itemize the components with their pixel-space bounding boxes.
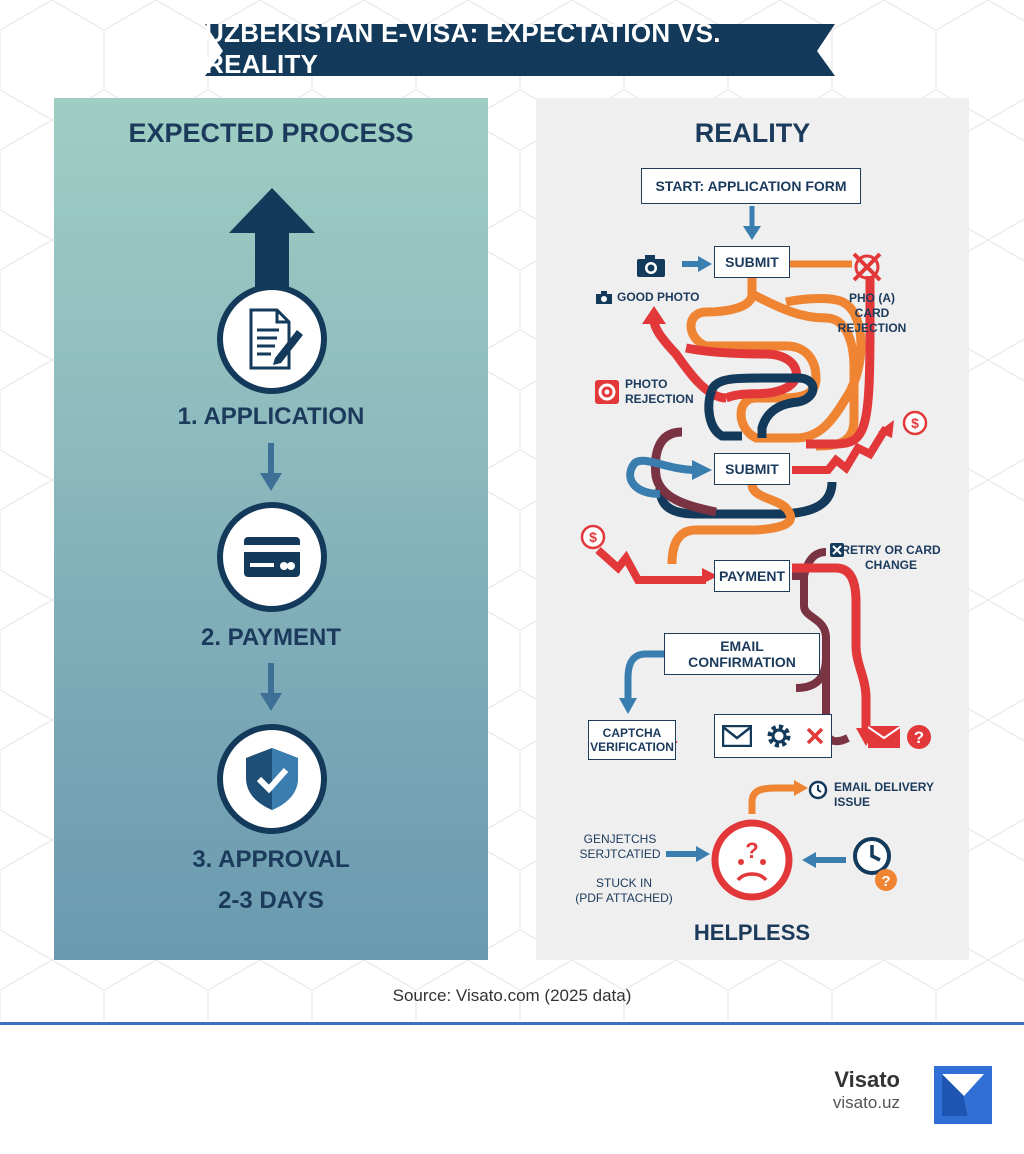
start-application-form-box: START: APPLICATION FORM xyxy=(641,168,861,204)
svg-text:$: $ xyxy=(911,415,919,431)
brand-name: Visato xyxy=(834,1067,900,1092)
email-delivery-line-2: ISSUE xyxy=(834,795,871,809)
cancel-box-icon xyxy=(830,543,844,557)
stuck-line-2: (PDF ATTACHED) xyxy=(575,891,673,905)
camera-icon xyxy=(637,255,665,277)
document-pen-icon xyxy=(249,308,303,370)
garbled-line-2: SERJTCATIED xyxy=(579,847,661,861)
garbled-line-1: GENJETCHS xyxy=(583,832,657,846)
captcha-verification-box: CAPTCHA VERIFICATION xyxy=(588,720,676,760)
small-camera-icon xyxy=(596,291,612,304)
photo-rejection-line-2: REJECTION xyxy=(625,392,694,406)
garbled-note: GENJETCHS SERJTCATIED xyxy=(570,832,670,862)
photo-rejection-icon xyxy=(595,380,619,404)
dollar-icon: $ xyxy=(580,524,606,550)
svg-text:?: ? xyxy=(745,838,758,863)
step-approval-duration: 2-3 DAYS xyxy=(218,887,324,914)
card-rejection-note: PHO (A) CARD REJECTION xyxy=(832,291,912,336)
envelope-icon xyxy=(721,725,752,747)
captcha-line-2: VERIFICATION xyxy=(590,740,674,754)
svg-text:?: ? xyxy=(914,728,924,747)
submit-box-1: SUBMIT xyxy=(714,246,790,278)
step-approval-label: 3. APPROVAL xyxy=(192,846,350,873)
email-delivery-line-1: EMAIL DELIVERY xyxy=(834,780,935,794)
question-icon: ? xyxy=(907,725,931,749)
shield-check-icon xyxy=(246,748,298,810)
footer-divider xyxy=(0,1022,1024,1025)
title-banner: UZBEKISTAN E-VISA: EXPECTATION VS. REALI… xyxy=(205,18,835,79)
reality-panel: REALITY xyxy=(536,98,969,960)
svg-text:?: ? xyxy=(881,873,890,890)
submit-box-2: SUBMIT xyxy=(714,453,790,485)
dollar-icon: $ xyxy=(902,410,928,436)
email-confirmation-box: EMAIL CONFIRMATION xyxy=(664,633,820,675)
close-x-icon xyxy=(807,727,824,745)
down-arrow-icon xyxy=(260,443,282,491)
up-arrow-icon xyxy=(229,188,315,298)
retry-card-line-1: RETRY OR CARD xyxy=(841,543,941,557)
credit-card-icon xyxy=(244,537,300,577)
clock-small-icon xyxy=(808,780,828,800)
step-application-label: 1. APPLICATION xyxy=(177,403,365,430)
email-delivery-note: EMAIL DELIVERY ISSUE xyxy=(834,780,934,810)
stuck-note: STUCK IN (PDF ATTACHED) xyxy=(574,876,674,906)
photo-rejection-note: PHOTO REJECTION xyxy=(625,377,694,407)
gear-icon xyxy=(767,724,791,748)
payment-box: PAYMENT xyxy=(714,560,790,592)
expected-process-panel: EXPECTED PROCESS 1. APPLICATION 2. PAYME xyxy=(54,98,488,960)
step-payment-circle xyxy=(217,502,327,612)
down-arrow-icon xyxy=(260,663,282,711)
red-envelope-icon xyxy=(868,726,900,748)
source-caption: Source: Visato.com (2025 data) xyxy=(392,986,632,1005)
good-photo-note: GOOD PHOTO xyxy=(617,290,700,304)
expected-heading: EXPECTED PROCESS xyxy=(128,118,414,148)
step-application-circle xyxy=(217,284,327,394)
email-settings-error-box xyxy=(714,714,832,758)
brand-url: visato.uz xyxy=(832,1093,900,1112)
retry-card-note: RETRY OR CARD CHANGE xyxy=(836,543,946,573)
stuck-line-1: STUCK IN xyxy=(595,876,652,890)
step-payment-label: 2. PAYMENT xyxy=(200,624,342,651)
photo-rejection-line-1: PHOTO xyxy=(625,377,668,391)
reality-heading: REALITY xyxy=(694,118,811,148)
helpless-label: HELPLESS xyxy=(693,920,811,945)
step-approval-circle xyxy=(217,724,327,834)
card-rejection-line-1: PHO (A) CARD xyxy=(849,291,895,320)
captcha-line-1: CAPTCHA xyxy=(602,726,662,740)
clock-question-icon: ? xyxy=(853,837,897,891)
retry-card-line-2: CHANGE xyxy=(864,558,917,572)
page-title: UZBEKISTAN E-VISA: EXPECTATION VS. REALI… xyxy=(205,18,721,79)
card-rejection-line-2: REJECTION xyxy=(837,321,907,335)
visato-logo-icon xyxy=(934,1066,992,1124)
rejected-x-icon xyxy=(852,252,882,282)
sad-face-icon: ? xyxy=(711,819,793,901)
svg-text:$: $ xyxy=(589,529,597,545)
